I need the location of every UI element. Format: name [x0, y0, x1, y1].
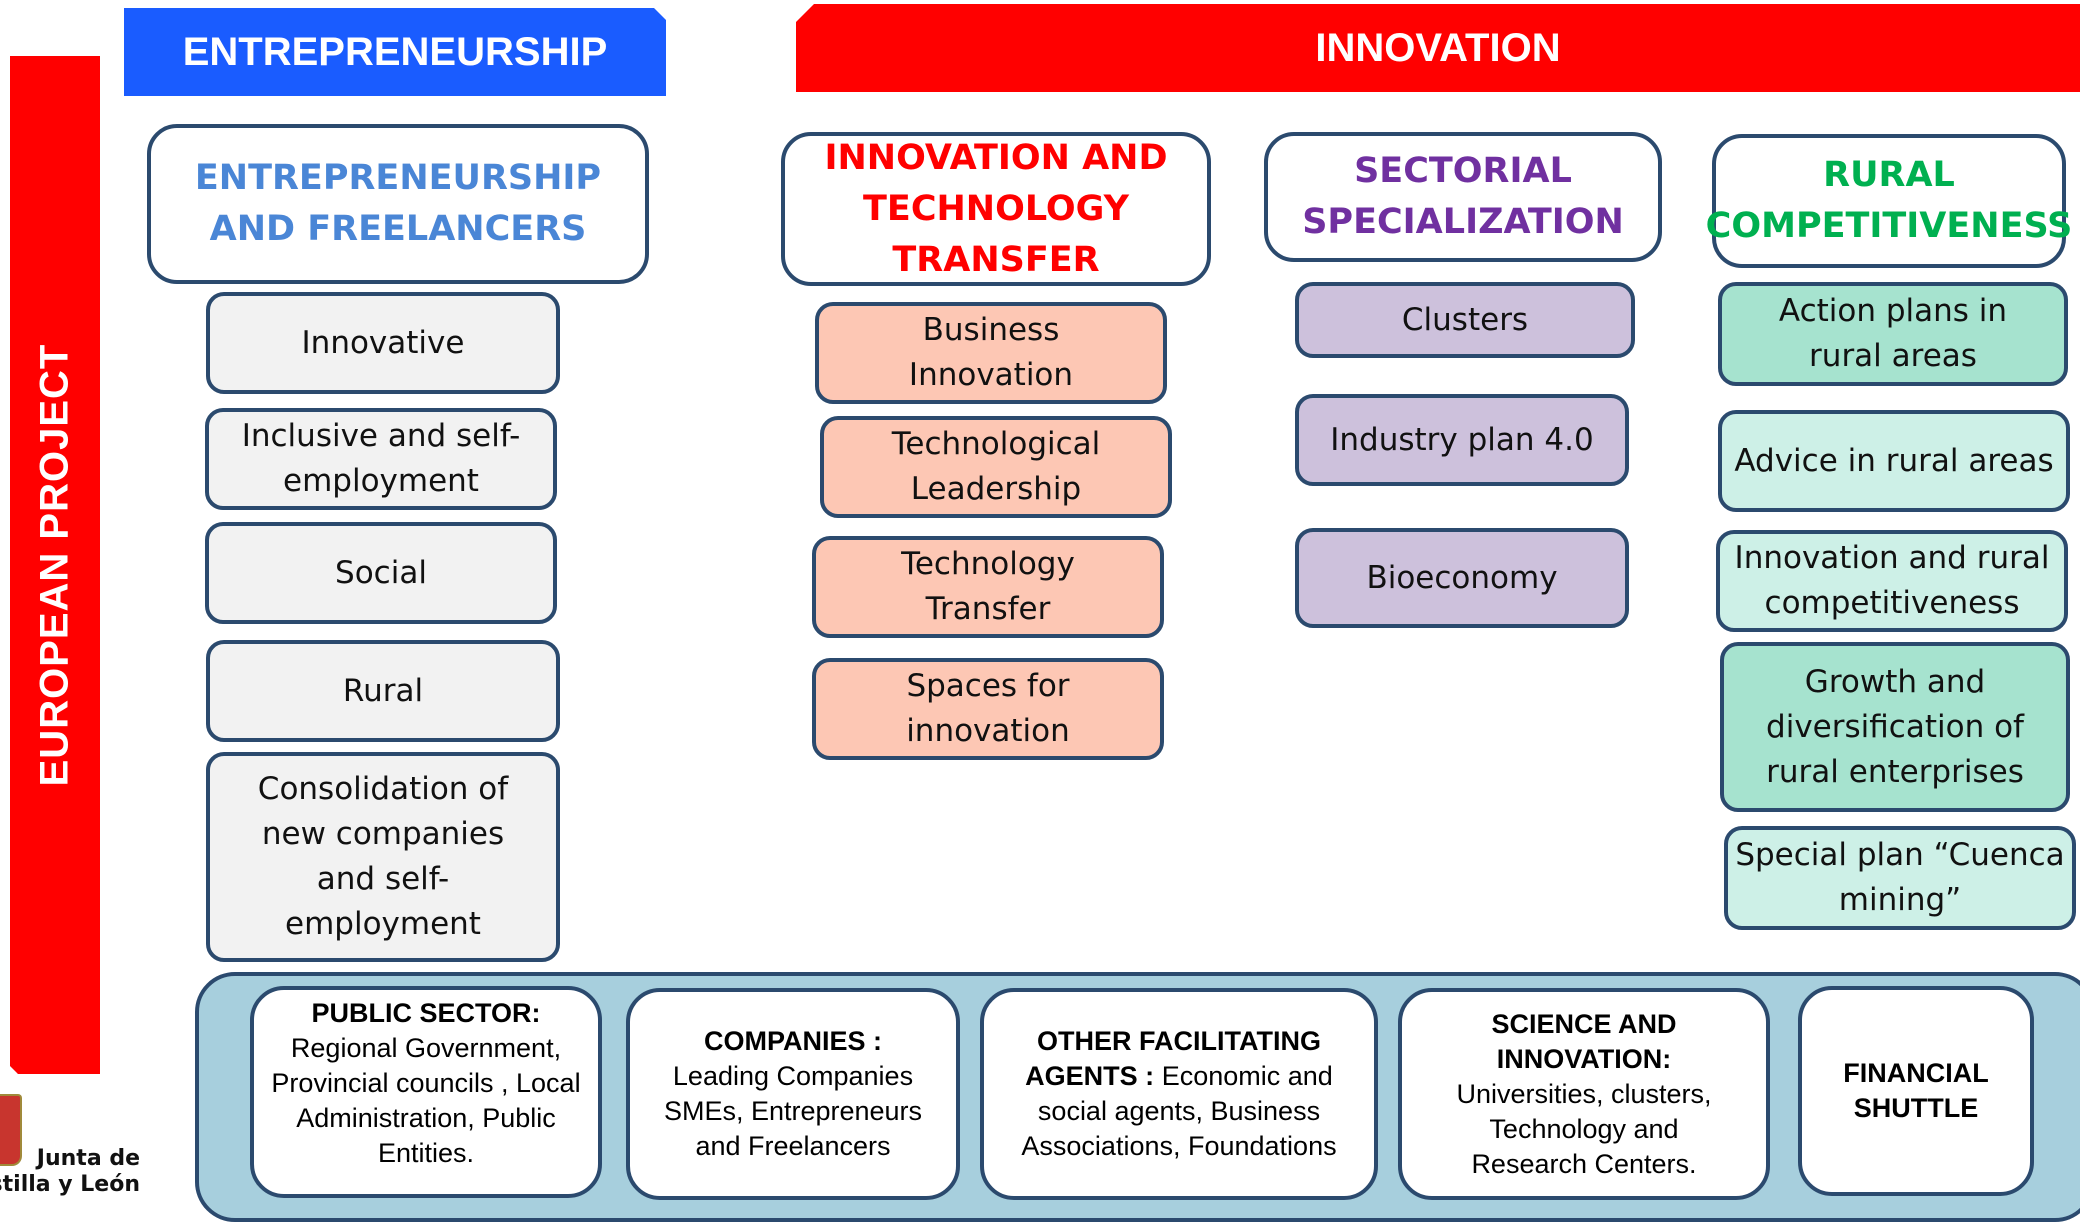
- item-label: Industry plan 4.0: [1330, 421, 1594, 458]
- junta-castilla-leon-logo: Junta de Castilla y León: [0, 1094, 150, 1214]
- rural-header-line: RURAL: [1823, 155, 1955, 195]
- european-project-label: EUROPEAN PROJECT: [32, 343, 77, 787]
- item-label: Advice in rural areas: [1734, 442, 2054, 479]
- logo-line: Castilla y León: [0, 1172, 140, 1197]
- agent-science-innovation: SCIENCE AND INNOVATION: Universities, cl…: [1398, 988, 1770, 1200]
- item-label: Consolidation of new companies and self-…: [257, 771, 509, 942]
- agent-body: Regional Government, Provincial councils…: [271, 1033, 581, 1168]
- agent-title: FINANCIAL SHUTTLE: [1843, 1058, 1989, 1123]
- item-advice-rural: Advice in rural areas: [1718, 410, 2070, 512]
- agent-body: Leading Companies SMEs, Entrepreneurs an…: [663, 1061, 923, 1161]
- innovation-tech-header-line: TECHNOLOGY: [863, 188, 1129, 229]
- item-innovation-rural: Innovation and rural competitiveness: [1716, 530, 2068, 632]
- rural-competitiveness-header: RURAL COMPETITIVENESS: [1706, 134, 2072, 268]
- item-business-innovation: Business Innovation: [815, 302, 1167, 404]
- item-label: Technological Leadership: [891, 426, 1101, 507]
- agent-title: PUBLIC SECTOR:: [311, 998, 541, 1028]
- agent-title: OTHER FACILITATING AGENTS :: [1025, 1026, 1321, 1091]
- item-label: Innovative: [301, 324, 465, 361]
- logo-line: Junta de: [36, 1146, 140, 1171]
- entrepreneurship-header-line: ENTREPRENEURSHIP: [194, 158, 602, 198]
- item-label: Business Innovation: [908, 312, 1074, 393]
- item-rural: Rural: [206, 640, 560, 742]
- european-project-bar: EUROPEAN PROJECT: [10, 56, 100, 1074]
- agent-companies: COMPANIES : Leading Companies SMEs, Entr…: [626, 988, 960, 1200]
- agent-title: COMPANIES :: [703, 1026, 882, 1056]
- innovation-banner-label: INNOVATION: [1315, 25, 1561, 70]
- item-label: Spaces for innovation: [906, 668, 1070, 749]
- item-spaces-for-innovation: Spaces for innovation: [812, 658, 1164, 760]
- item-special-plan-cuenca: Special plan “Cuenca mining”: [1724, 826, 2076, 930]
- rural-header-line: COMPETITIVENESS: [1705, 206, 2073, 246]
- item-technological-leadership: Technological Leadership: [820, 416, 1172, 518]
- item-label: Growth and diversification of rural ente…: [1766, 663, 2024, 790]
- entrepreneurship-banner: ENTREPRENEURSHIP: [124, 8, 666, 96]
- innovation-tech-header-line: TRANSFER: [892, 239, 1100, 280]
- agent-other-facilitating: OTHER FACILITATING AGENTS : Economic and…: [980, 988, 1378, 1200]
- item-clusters: Clusters: [1295, 282, 1635, 358]
- agent-public-sector: PUBLIC SECTOR: Regional Government, Prov…: [250, 986, 602, 1198]
- item-label: Technology Transfer: [901, 546, 1075, 627]
- item-inclusive-self-employment: Inclusive and self-employment: [205, 408, 557, 510]
- item-label: Clusters: [1401, 302, 1529, 338]
- coat-of-arms-icon: [0, 1094, 22, 1166]
- agent-body: Economic and social agents, Business Ass…: [1021, 1061, 1337, 1161]
- item-industry-plan: Industry plan 4.0: [1295, 394, 1629, 486]
- entrepreneurship-banner-label: ENTREPRENEURSHIP: [182, 29, 608, 74]
- item-consolidation: Consolidation of new companies and self-…: [206, 752, 560, 962]
- item-label: Inclusive and self-employment: [241, 418, 521, 499]
- item-label: Social: [335, 554, 427, 591]
- item-label: Special plan “Cuenca mining”: [1735, 837, 2065, 918]
- innovation-banner: INNOVATION: [796, 4, 2080, 92]
- item-bioeconomy: Bioeconomy: [1295, 528, 1629, 628]
- item-action-plans: Action plans in rural areas: [1718, 282, 2068, 386]
- item-label: Innovation and rural competitiveness: [1734, 540, 2050, 621]
- sectorial-header-line: SECTORIAL: [1354, 151, 1572, 191]
- item-social: Social: [205, 522, 557, 624]
- item-label: Rural: [342, 672, 424, 709]
- item-growth-diversification: Growth and diversification of rural ente…: [1720, 642, 2070, 812]
- innovation-technology-transfer-header: INNOVATION AND TECHNOLOGY TRANSFER: [781, 132, 1211, 286]
- item-label: Bioeconomy: [1366, 559, 1558, 596]
- item-innovative: Innovative: [206, 292, 560, 394]
- agent-financial-shuttle: FINANCIAL SHUTTLE: [1798, 986, 2034, 1196]
- agent-title: SCIENCE AND INNOVATION:: [1491, 1008, 1677, 1074]
- item-technology-transfer: Technology Transfer: [812, 536, 1164, 638]
- innovation-tech-header-line: INNOVATION AND: [824, 137, 1168, 178]
- agent-body: Universities, clusters, Technology and R…: [1456, 1078, 1712, 1179]
- item-label: Action plans in rural areas: [1778, 293, 2008, 374]
- sectorial-header-line: SPECIALIZATION: [1302, 202, 1624, 242]
- entrepreneurship-header-line: AND FREELANCERS: [209, 209, 587, 249]
- entrepreneurship-freelancers-header: ENTREPRENEURSHIP AND FREELANCERS: [147, 124, 649, 284]
- sectorial-specialization-header: SECTORIAL SPECIALIZATION: [1264, 132, 1662, 262]
